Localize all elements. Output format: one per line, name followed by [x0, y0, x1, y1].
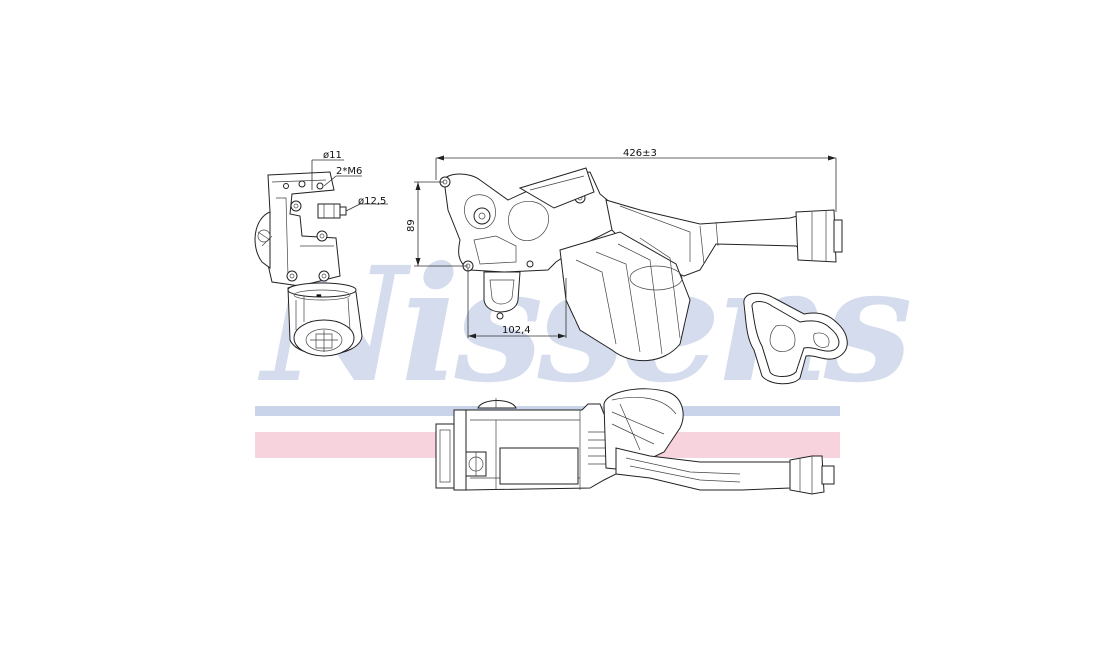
bolt-spec-label: 2*M6 — [336, 166, 362, 177]
front-view-dimensions: 426±3 89 102,4 — [406, 148, 837, 339]
hole-diameter-label: ø11 — [323, 150, 342, 161]
side-view: ▬ — [254, 171, 363, 357]
overall-length-label: 426±3 — [623, 148, 657, 159]
port-diameter-label: ø12,5 — [358, 196, 386, 207]
top-view — [435, 388, 835, 495]
front-view — [439, 167, 843, 362]
height-label: 89 — [406, 219, 417, 232]
side-view-dimensions: ø11 2*M6 ø12,5 — [311, 150, 388, 212]
width-label: 102,4 — [502, 325, 531, 336]
housing-marking: ▬ — [316, 292, 322, 299]
gasket-view — [743, 292, 848, 385]
